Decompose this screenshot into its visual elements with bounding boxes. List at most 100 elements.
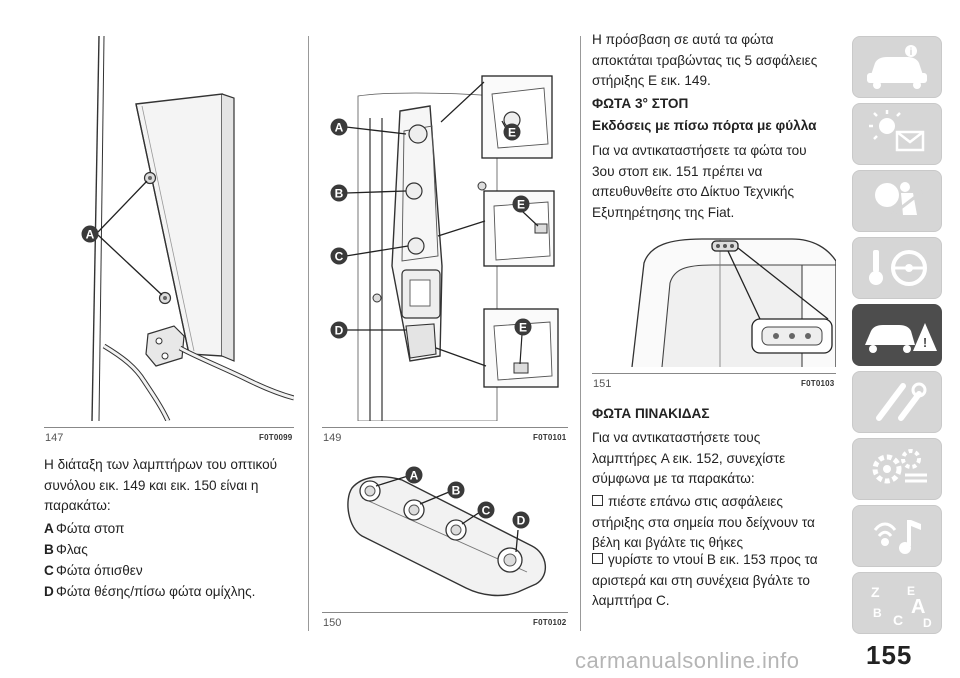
figure-147-caption-rule <box>44 427 294 428</box>
figure-151-code: F0T0103 <box>801 379 835 388</box>
figure-149-caption-rule <box>322 427 568 428</box>
figure-151-drawing <box>592 221 836 367</box>
callout-b-label: B <box>452 484 461 498</box>
tab-multimedia[interactable] <box>852 505 942 567</box>
figure-149-drawing: A B C D E E E <box>330 75 559 421</box>
tab-in-emergency[interactable]: ! <box>852 304 942 366</box>
text-line: σύμφωνα με τα παρακάτω: <box>592 471 755 486</box>
emergency-breakdown-icon: ! <box>865 323 937 353</box>
alphabetical-index-icon: Z E B C A D <box>871 584 932 630</box>
figure-150-code: F0T0102 <box>533 618 567 627</box>
callout-a-marker <box>405 466 423 484</box>
callout-a-label: A <box>335 121 344 135</box>
column-separator <box>308 36 309 631</box>
lamp-layout-intro: Η διάταξη των λαμπτήρων του οπτικού συνό… <box>44 455 304 517</box>
technical-data-gears-icon <box>872 449 927 484</box>
third-stop-paragraph: Για να αντικαταστήσετε τα φώτα του 3ου σ… <box>592 141 847 223</box>
tab-technical-data[interactable] <box>852 438 942 500</box>
tab-dashboard[interactable]: i <box>852 36 942 98</box>
plate-lights-paragraph: Για να αντικαταστήσετε τους λαμπτήρες A … <box>592 428 847 490</box>
text-line: Εξυπηρέτησης της Fiat. <box>592 204 735 220</box>
callout-d-marker <box>512 511 530 529</box>
plate-lights-heading: ΦΩΤΑ ΠΙΝΑΚΙΔΑΣ <box>592 406 710 421</box>
text-line: στήριξης E εικ. 149. <box>592 73 711 88</box>
svg-text:C: C <box>893 612 903 628</box>
checkbox-bullet-icon <box>592 495 603 506</box>
instruction-step-2: γυρίστε το ντουί B εικ. 153 προς τα αρισ… <box>592 550 847 612</box>
text-line: γυρίστε το ντουί B εικ. 153 προς τα <box>592 550 847 571</box>
page-number: 155 <box>866 640 913 670</box>
figure-150-drawing: A B C D <box>347 466 546 597</box>
key-steering-icon <box>869 250 927 286</box>
figure-149: A B C D E E E <box>322 36 568 421</box>
car-dashboard-icon: i <box>867 45 927 89</box>
text-line: 3ου στοπ εικ. 151 πρέπει να <box>592 163 763 179</box>
instruction-step-1: πιέστε επάνω στις ασφάλειες στήριξης στα… <box>592 492 847 554</box>
svg-text:i: i <box>910 47 913 58</box>
tab-warning-lights[interactable] <box>852 103 942 165</box>
text-line: Η πρόσβαση σε αυτά τα φώτα <box>592 32 774 47</box>
text-line: συνόλου εικ. 149 και εικ. 150 είναι η <box>44 477 259 493</box>
svg-text:B: B <box>873 606 882 620</box>
third-stop-subheading: Εκδόσεις με πίσω πόρτα με φύλλα <box>592 118 817 133</box>
figure-151-caption-rule <box>592 373 836 374</box>
text-line: παρακάτω: <box>44 498 111 513</box>
figure-147-code: F0T0099 <box>259 433 293 442</box>
figure-149-code: F0T0101 <box>533 433 567 442</box>
callout-a-label: A <box>410 469 419 483</box>
callout-a-marker <box>81 225 99 243</box>
figure-150: A B C D <box>322 448 568 606</box>
figure-150-caption-rule <box>322 612 568 613</box>
text-line: λαμπτήρα C. <box>592 593 670 608</box>
text-line: Για να αντικαταστήσετε τους <box>592 430 761 445</box>
tab-index[interactable]: Z E B C A D <box>852 572 942 634</box>
maintenance-tools-icon <box>876 382 927 421</box>
third-stop-heading: ΦΩΤΑ 3° ΣΤΟΠ <box>592 96 689 111</box>
tab-maintenance[interactable] <box>852 371 942 433</box>
text-line: βέλη και βγάλτε τις θήκες <box>592 535 744 550</box>
callout-e-label: E <box>508 126 516 140</box>
tab-starting-driving[interactable] <box>852 237 942 299</box>
checkbox-bullet-icon <box>592 553 603 564</box>
callout-e-label: E <box>517 198 525 212</box>
callout-e-marker <box>503 123 521 141</box>
callout-d-marker <box>330 321 348 339</box>
warning-lights-message-icon <box>869 110 925 152</box>
column-separator <box>580 36 581 631</box>
callout-e-label: E <box>519 321 527 335</box>
callout-e-marker <box>512 195 530 213</box>
figure-147-drawing: A <box>44 36 294 421</box>
callout-d-label: D <box>335 324 344 338</box>
svg-text:A: A <box>911 596 925 618</box>
tab-safety[interactable] <box>852 170 942 232</box>
text-line: Για να αντικαταστήσετε τα φώτα του <box>592 143 807 158</box>
text-line: απευθυνθείτε στο Δίκτυο Τεχνικής <box>592 184 795 199</box>
callout-b-marker <box>330 184 348 202</box>
svg-text:D: D <box>923 616 932 630</box>
text-line: αποκτάται τραβώντας τις 5 ασφάλειες <box>592 52 818 68</box>
figure-151-number: 151 <box>593 378 612 390</box>
watermark: carmanualsonline.info <box>575 648 800 673</box>
callout-c-label: C <box>482 504 491 518</box>
callout-c-label: C <box>335 250 344 264</box>
callout-a-marker <box>330 118 348 136</box>
text-line: στήριξης στα σημεία που δείχνουν τα <box>592 514 815 530</box>
figure-150-number: 150 <box>323 617 342 629</box>
svg-text:!: ! <box>923 335 927 350</box>
access-paragraph: Η πρόσβαση σε αυτά τα φώτα αποκτάται τρα… <box>592 30 847 92</box>
safety-airbag-icon <box>875 182 924 219</box>
figure-147: A <box>44 36 294 421</box>
callout-d-label: D <box>517 514 526 528</box>
svg-text:E: E <box>907 584 915 598</box>
text-line: πιέστε επάνω στις ασφάλειες <box>592 492 847 513</box>
text-line: λαμπτήρες A εικ. 152, συνεχίστε <box>592 450 786 466</box>
figure-149-number: 149 <box>323 432 342 444</box>
callout-e-marker <box>514 318 532 336</box>
multimedia-icon <box>873 520 921 554</box>
figure-147-number: 147 <box>45 432 64 444</box>
text-line: αριστερά και στη συνέχεια βγάλτε το <box>592 572 810 588</box>
